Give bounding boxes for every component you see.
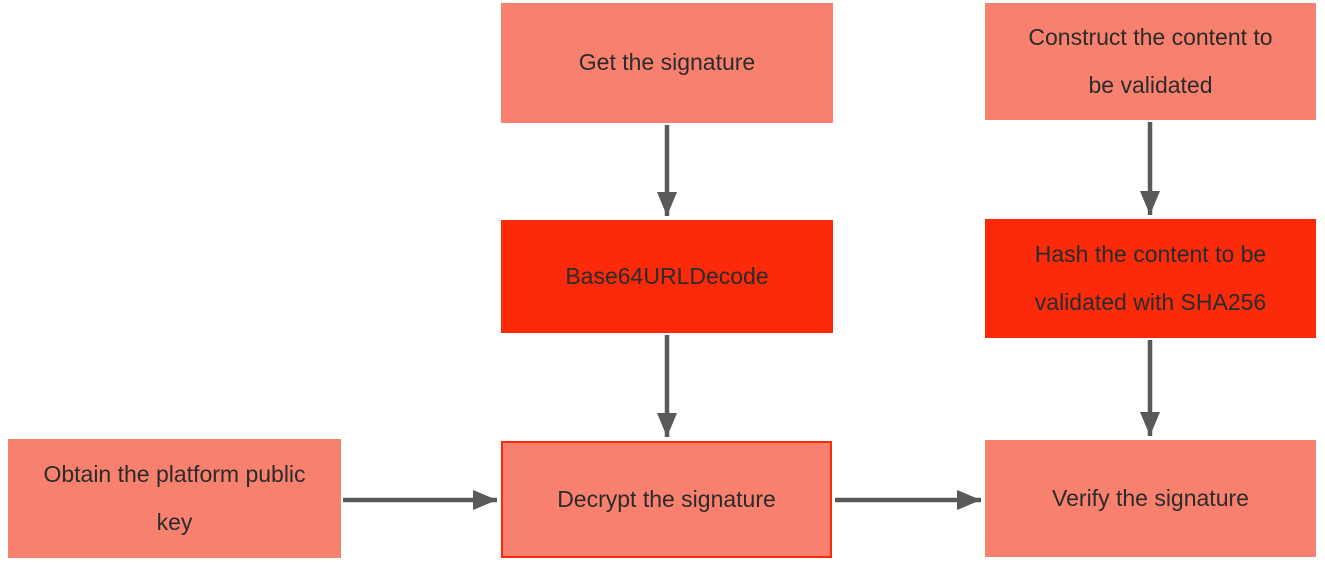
node-label: Construct the content to be validated bbox=[1028, 24, 1273, 98]
node-hash-content-sha256[interactable]: Hash the content to be validated with SH… bbox=[985, 219, 1316, 338]
node-verify-signature[interactable]: Verify the signature bbox=[985, 440, 1316, 557]
node-base64-url-decode[interactable]: Base64URLDecode bbox=[501, 220, 833, 333]
node-label: Verify the signature bbox=[1052, 484, 1249, 511]
node-get-signature[interactable]: Get the signature bbox=[501, 3, 833, 123]
node-label: Decrypt the signature bbox=[557, 485, 776, 512]
node-construct-content[interactable]: Construct the content to be validated bbox=[985, 3, 1316, 120]
node-obtain-platform-public-key[interactable]: Obtain the platform public key bbox=[8, 439, 341, 558]
node-label: Get the signature bbox=[578, 49, 756, 76]
node-decrypt-signature[interactable]: Decrypt the signature bbox=[501, 441, 832, 558]
node-label: Obtain the platform public key bbox=[43, 461, 306, 535]
node-label: Base64URLDecode bbox=[565, 262, 769, 289]
node-label: Hash the content to be validated with SH… bbox=[1034, 241, 1267, 315]
